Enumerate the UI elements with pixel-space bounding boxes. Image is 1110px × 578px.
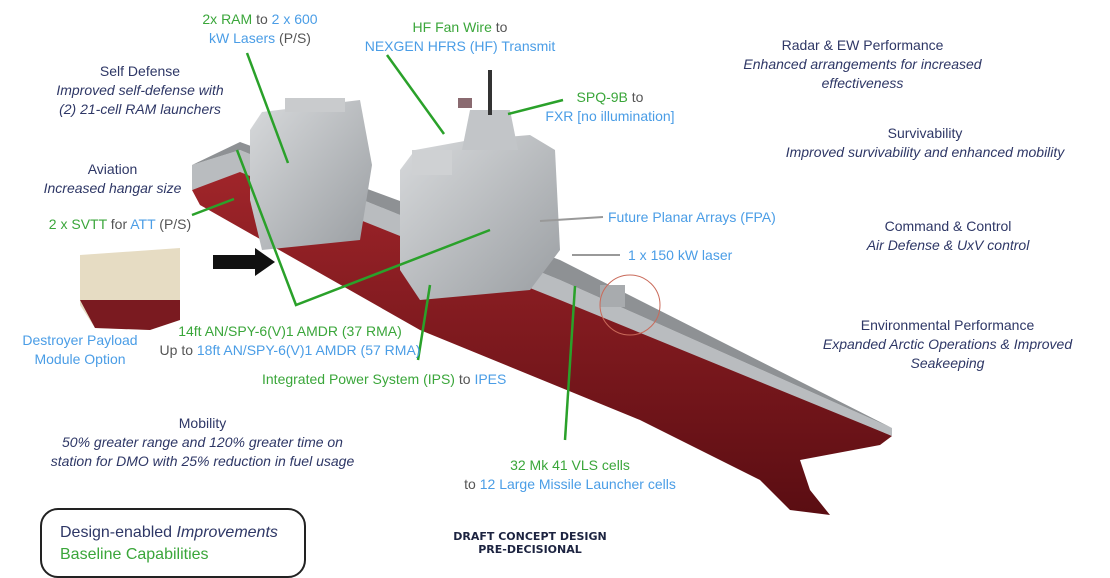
- vls-target: 12 Large Missile Launcher cells: [479, 476, 676, 492]
- callout-ram-from: 2x RAM: [202, 11, 253, 27]
- callout-spq-from: SPQ-9B: [576, 89, 628, 105]
- cap-title: Environmental Performance: [860, 317, 1035, 333]
- cap-desc: Air Defense & UxV control: [866, 237, 1030, 253]
- ship-hull: [192, 170, 892, 515]
- cap-mobility: Mobility 50% greater range and 120% great…: [30, 414, 375, 471]
- amdr-from: 14ft AN/SPY-6(V)1 AMDR (37 RMA): [178, 323, 402, 339]
- dpm-line2: Module Option: [34, 351, 126, 367]
- dpm-line1: Destroyer Payload: [22, 332, 138, 348]
- ship-illustration: [80, 52, 892, 515]
- cap-title: Survivability: [887, 125, 963, 141]
- cap-desc: Increased hangar size: [43, 180, 182, 196]
- ips-from: Integrated Power System (IPS): [262, 371, 455, 387]
- callout-svtt: 2 x SVTT for ATT (P/S): [40, 215, 200, 234]
- callout-spq-target: FXR [no illumination]: [545, 108, 675, 124]
- amdr-upto: Up to: [159, 342, 197, 358]
- legend-design-enabled: Design-enabled: [60, 524, 177, 541]
- callout-ram: 2x RAM to 2 x 600 kW Lasers (P/S): [190, 10, 330, 48]
- ship-side: [192, 150, 892, 436]
- callout-laser: 1 x 150 kW laser: [628, 247, 733, 263]
- callout-svtt-target: ATT: [130, 216, 156, 232]
- stamp-line1: DRAFT CONCEPT DESIGN: [453, 530, 607, 543]
- arrow-icon: [213, 248, 275, 276]
- cap-desc: effectiveness: [821, 75, 904, 91]
- amdr-target: 18ft AN/SPY-6(V)1 AMDR (57 RMA): [196, 342, 421, 358]
- ips-to: to: [454, 371, 475, 387]
- cap-desc: Enhanced arrangements for increased: [743, 56, 982, 72]
- legend-baseline: Baseline Capabilities: [60, 546, 209, 563]
- callout-ram-ps: (P/S): [275, 30, 311, 46]
- callout-ram-target2: kW Lasers: [209, 30, 276, 46]
- callout-ram-to: to: [252, 11, 272, 27]
- callout-svtt-from: 2 x SVTT: [48, 216, 107, 232]
- cap-title: Mobility: [178, 415, 227, 431]
- cap-desc: Expanded Arctic Operations & Improved: [822, 336, 1073, 352]
- vls-from: 32 Mk 41 VLS cells: [510, 457, 630, 473]
- legend-box: Design-enabled Improvements Baseline Cap…: [40, 508, 306, 578]
- aft-superstructure: [250, 100, 372, 250]
- cap-title: Self Defense: [99, 63, 181, 79]
- cap-title: Command & Control: [884, 218, 1012, 234]
- callout-svtt-ps: (P/S): [155, 216, 192, 232]
- ips-target: IPES: [474, 371, 507, 387]
- callout-amdr: 14ft AN/SPY-6(V)1 AMDR (37 RMA) Up to 18f…: [150, 322, 430, 360]
- cap-desc: Improved survivability and enhanced mobi…: [785, 144, 1065, 160]
- main-superstructure: [400, 135, 560, 300]
- callout-vls: 32 Mk 41 VLS cells to 12 Large Missile La…: [450, 456, 690, 494]
- stamp-line2: PRE-DECISIONAL: [478, 543, 582, 556]
- cap-desc: Seakeeping: [910, 355, 985, 371]
- callout-ram-target: 2 x 600: [271, 11, 318, 27]
- callout-ips: Integrated Power System (IPS) to IPES: [262, 370, 506, 389]
- mast-tower: [462, 110, 518, 150]
- cap-desc: (2) 21-cell RAM launchers: [59, 101, 221, 117]
- cap-desc: 50% greater range and 120% greater time …: [62, 434, 343, 450]
- legend-improvements: Improvements: [176, 524, 278, 541]
- cap-title: Aviation: [87, 161, 138, 177]
- callout-hf-from: HF Fan Wire: [412, 19, 492, 35]
- cap-title: Radar & EW Performance: [781, 37, 944, 53]
- deck-gun: [600, 285, 625, 307]
- callout-hf-target: NEXGEN HFRS (HF) Transmit: [364, 38, 556, 54]
- callout-fpa: Future Planar Arrays (FPA): [608, 209, 776, 225]
- vls-to: to: [464, 476, 480, 492]
- callout-spq-to: to: [627, 89, 644, 105]
- callout-hf-to: to: [491, 19, 508, 35]
- cap-desc: station for DMO with 25% reduction in fu…: [50, 453, 355, 469]
- callout-svtt-for: for: [106, 216, 131, 232]
- cap-desc: Improved self-defense with: [56, 82, 224, 98]
